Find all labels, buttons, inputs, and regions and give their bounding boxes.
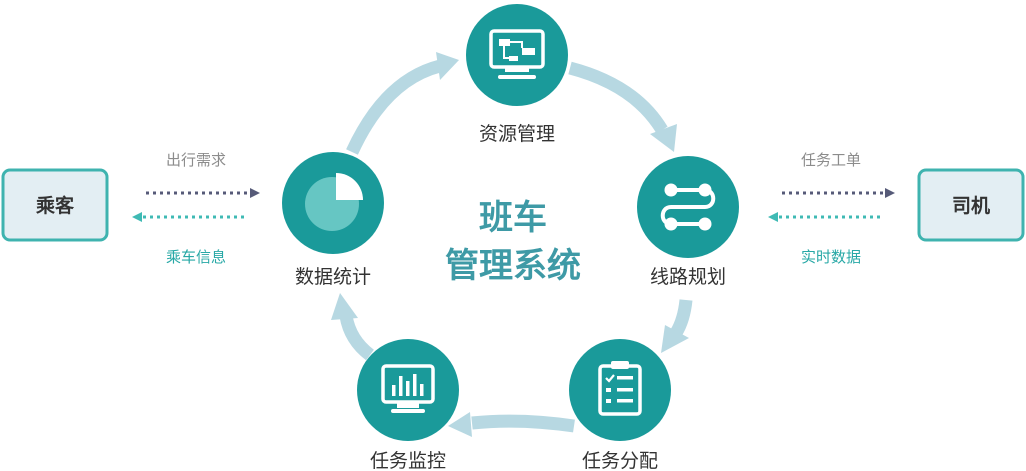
arrow-assign-to-monitor-head (448, 412, 472, 437)
arrow-route-to-assign-head (661, 325, 689, 353)
arrow-assign-to-monitor (471, 414, 575, 433)
node-task-monitoring[interactable]: 任务监控 (357, 339, 459, 471)
monitor-flowchart-icon (489, 29, 545, 79)
driver-label: 司机 (952, 195, 990, 217)
driver-data-label: 实时数据 (801, 248, 861, 266)
pie-chart-icon (305, 173, 363, 231)
node-label: 数据统计 (295, 266, 371, 288)
passenger-info-label: 乘车信息 (166, 248, 226, 266)
arrow-resource-to-route-head (650, 124, 677, 152)
passenger-label: 乘客 (35, 194, 75, 217)
node-data-statistics[interactable]: 数据统计 (282, 152, 384, 288)
node-resource-management[interactable]: 资源管理 (466, 4, 568, 145)
clipboard-checklist-icon (598, 361, 642, 416)
arrow-route-to-assign (670, 299, 693, 337)
arrow-monitor-to-stats-head (331, 293, 358, 320)
arrow-stats-to-resource (346, 59, 442, 155)
driver-box[interactable]: 司机 (917, 168, 1025, 242)
center-title-line2: 管理系统 (445, 246, 581, 286)
node-circle (466, 4, 568, 106)
node-task-assignment[interactable]: 任务分配 (569, 339, 671, 471)
passenger-box[interactable]: 乘客 (1, 168, 109, 242)
node-label: 任务分配 (582, 450, 658, 471)
route-share-icon (660, 183, 716, 231)
driver-order-label: 任务工单 (801, 151, 861, 169)
node-label: 线路规划 (650, 266, 726, 288)
node-label: 任务监控 (370, 450, 446, 471)
monitor-bar-chart-icon (381, 364, 435, 413)
node-label: 资源管理 (479, 123, 555, 145)
cycle-arrows (331, 52, 693, 437)
node-route-planning[interactable]: 线路规划 (637, 156, 739, 288)
arrow-monitor-to-stats (339, 314, 375, 361)
center-title-line1: 班车 (479, 198, 547, 238)
arrow-resource-to-route (568, 61, 668, 134)
passenger-request-label: 出行需求 (166, 151, 226, 169)
arrow-stats-to-resource-head (436, 52, 459, 80)
